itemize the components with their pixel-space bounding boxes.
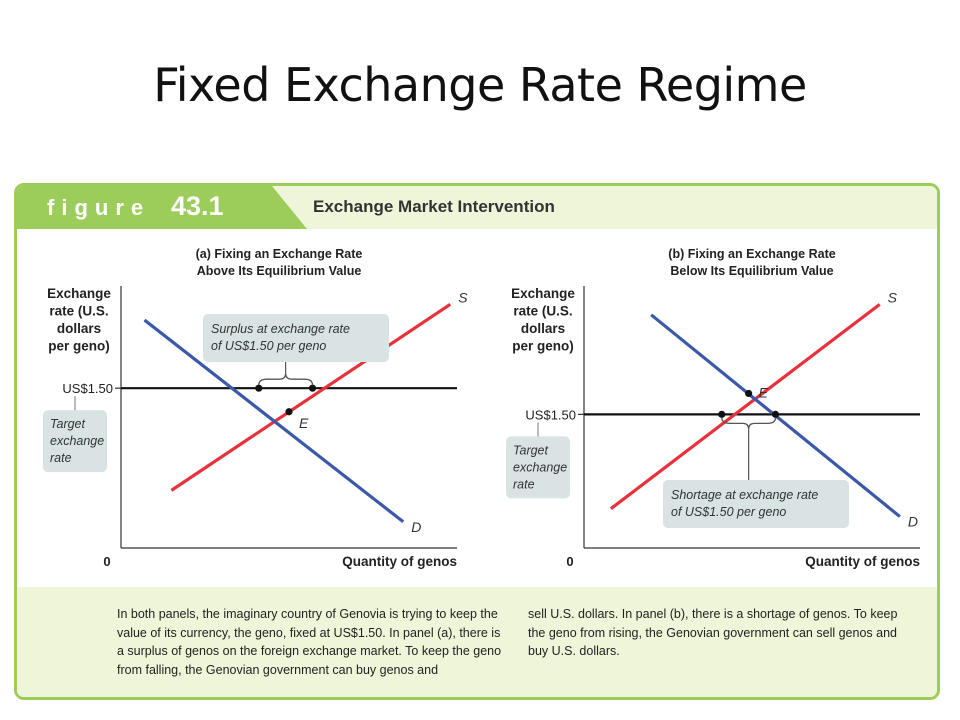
equilibrium-label: E — [759, 384, 769, 400]
target-box — [43, 410, 107, 473]
target-intersection-point — [255, 384, 263, 392]
chart-title-line: (b) Fixing an Exchange Rate — [668, 247, 835, 261]
supply-curve — [609, 303, 881, 510]
supply-curve — [170, 303, 452, 492]
y-axis-label-line: Exchange — [47, 286, 111, 301]
target-box-text: rate — [513, 477, 535, 491]
target-box-text: exchange — [513, 460, 567, 474]
origin-label: 0 — [566, 554, 573, 569]
caption-left: In both panels, the imaginary country of… — [117, 607, 502, 677]
y-axis-label-line: dollars — [57, 321, 101, 336]
target-box-text: Target — [50, 417, 86, 431]
slide-title: Fixed Exchange Rate Regime — [153, 58, 807, 112]
callout-box — [663, 480, 849, 528]
y-axis-label-line: Exchange — [511, 286, 575, 301]
quantity-gap-brace — [258, 373, 314, 386]
chart-title-line: Below Its Equilibrium Value — [670, 264, 833, 278]
demand-curve — [143, 318, 405, 524]
figure-label-tab: figure 43.1 — [17, 186, 307, 229]
callout-text: of US$1.50 per geno — [211, 339, 326, 353]
equilibrium-point — [285, 408, 293, 416]
target-box — [506, 436, 570, 499]
callout-box — [203, 314, 389, 362]
target-intersection-point — [718, 410, 726, 418]
callout-text: Surplus at exchange rate — [211, 322, 350, 336]
target-box-text: exchange — [50, 434, 104, 448]
y-axis-label-line: rate (U.S. — [49, 304, 108, 319]
figure-title: Exchange Market Intervention — [313, 197, 555, 216]
demand-label: D — [411, 519, 421, 535]
target-rate-label: US$1.50 — [62, 381, 113, 396]
x-axis-label: Quantity of genos — [805, 554, 920, 569]
equilibrium-point — [745, 389, 753, 398]
target-intersection-point — [308, 384, 317, 392]
callout-text: Shortage at exchange rate — [671, 488, 818, 502]
target-rate-label: US$1.50 — [525, 407, 576, 422]
demand-label: D — [908, 514, 918, 530]
figure-label-word: figure — [47, 195, 151, 220]
target-box-text: Target — [513, 443, 549, 457]
y-axis-label-line: per geno) — [512, 339, 574, 354]
equilibrium-label: E — [299, 415, 309, 431]
chart-title-line: Above Its Equilibrium Value — [197, 264, 362, 278]
caption-right: sell U.S. dollars. In panel (b), there i… — [528, 607, 898, 658]
target-box-text: rate — [50, 451, 72, 465]
y-axis-label-line: dollars — [521, 321, 565, 336]
x-axis-label: Quantity of genos — [342, 554, 457, 569]
target-intersection-point — [771, 410, 780, 418]
chart-title-line: (a) Fixing an Exchange Rate — [196, 247, 363, 261]
callout-text: of US$1.50 per geno — [671, 505, 786, 519]
y-axis-label-line: rate (U.S. — [513, 304, 572, 319]
figure-number: 43.1 — [171, 191, 224, 221]
caption-band: In both panels, the imaginary country of… — [17, 587, 937, 697]
supply-label: S — [888, 289, 898, 305]
y-axis-label-line: per geno) — [48, 339, 110, 354]
figure-panel: figure 43.1 Exchange Market Intervention… — [14, 183, 940, 700]
supply-label: S — [458, 289, 468, 305]
origin-label: 0 — [103, 554, 110, 569]
